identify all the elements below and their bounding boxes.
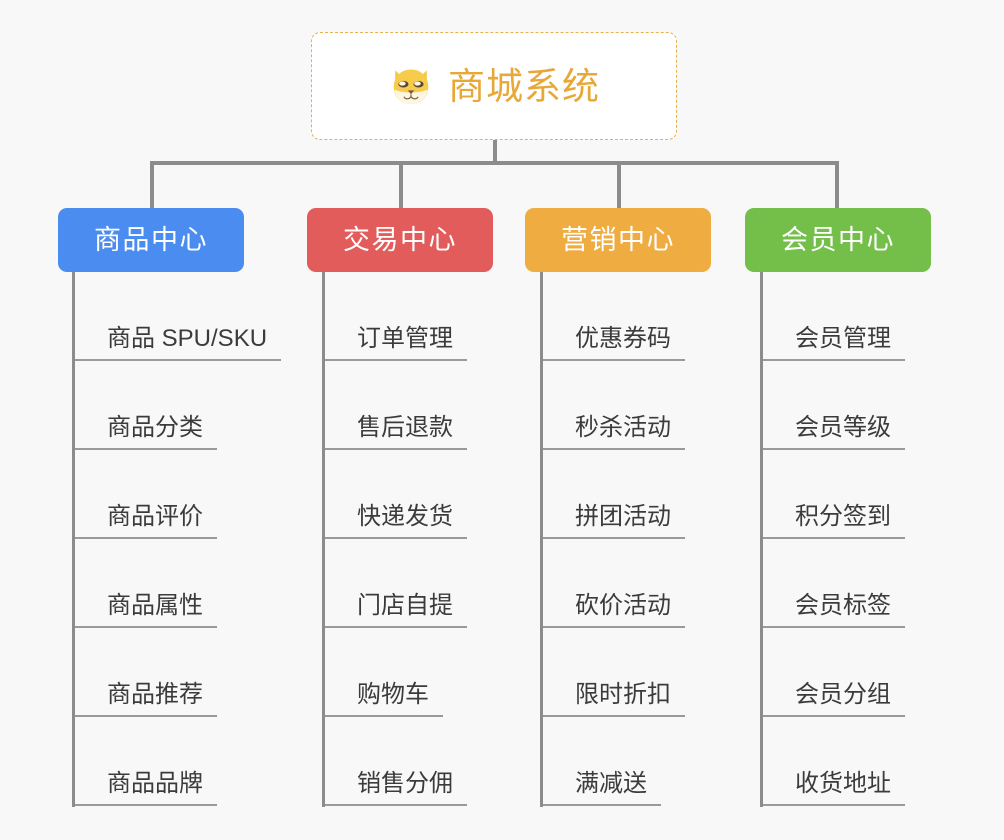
leaf-item-label: 订单管理 — [357, 325, 453, 352]
leaf-item[interactable]: 商品推荐 — [75, 628, 217, 717]
leaf-item-label: 商品评价 — [107, 503, 203, 530]
leaf-item-underline — [763, 537, 905, 539]
leaf-item-underline — [763, 448, 905, 450]
leaf-item[interactable]: 购物车 — [325, 628, 443, 717]
leaf-item-label: 秒杀活动 — [575, 414, 671, 441]
category-box-4[interactable]: 会员中心 — [745, 208, 931, 272]
leaf-item-label: 会员等级 — [795, 414, 891, 441]
leaf-item[interactable]: 秒杀活动 — [543, 361, 685, 450]
leaf-item[interactable]: 会员分组 — [763, 628, 905, 717]
leaf-item-underline — [325, 448, 467, 450]
leaf-trunk-3 — [540, 272, 543, 807]
leaf-item-underline — [543, 537, 685, 539]
leaf-item-underline — [75, 804, 217, 806]
leaf-item-underline — [325, 626, 467, 628]
category-label-3: 营销中心 — [561, 224, 675, 255]
leaf-item-underline — [763, 359, 905, 361]
leaf-item-underline — [543, 804, 661, 806]
leaf-item-label: 商品品牌 — [107, 770, 203, 797]
leaf-trunk-2 — [322, 272, 325, 807]
leaf-item-underline — [325, 804, 467, 806]
leaf-item-label: 商品属性 — [107, 592, 203, 619]
leaf-item[interactable]: 快递发货 — [325, 450, 467, 539]
leaf-item[interactable]: 优惠券码 — [543, 272, 685, 361]
leaf-item[interactable]: 订单管理 — [325, 272, 467, 361]
leaf-item[interactable]: 收货地址 — [763, 717, 905, 806]
leaf-item[interactable]: 限时折扣 — [543, 628, 685, 717]
leaf-item-label: 快递发货 — [357, 503, 453, 530]
leaf-item-underline — [325, 359, 467, 361]
leaf-item[interactable]: 满减送 — [543, 717, 661, 806]
leaf-item[interactable]: 砍价活动 — [543, 539, 685, 628]
connector-drop-2 — [399, 161, 403, 209]
leaf-item[interactable]: 会员标签 — [763, 539, 905, 628]
category-box-3[interactable]: 营销中心 — [525, 208, 711, 272]
leaf-item-label: 商品推荐 — [107, 681, 203, 708]
leaf-item-underline — [543, 715, 685, 717]
leaf-item-underline — [75, 537, 217, 539]
connector-drop-3 — [617, 161, 621, 209]
connector-drop-4 — [835, 161, 839, 209]
leaf-item-underline — [543, 448, 685, 450]
connector-drop-1 — [150, 161, 154, 209]
leaf-item-label: 购物车 — [357, 681, 429, 708]
leaf-item-underline — [763, 715, 905, 717]
leaf-item-label: 砍价活动 — [575, 592, 671, 619]
leaf-item-label: 满减送 — [575, 770, 647, 797]
leaf-item-underline — [763, 804, 905, 806]
leaf-trunk-1 — [72, 272, 75, 807]
leaf-item[interactable]: 会员等级 — [763, 361, 905, 450]
leaf-item[interactable]: 商品 SPU/SKU — [75, 272, 282, 361]
category-box-1[interactable]: 商品中心 — [58, 208, 244, 272]
leaf-item-label: 会员分组 — [795, 681, 891, 708]
leaf-item[interactable]: 积分签到 — [763, 450, 905, 539]
leaf-item-label: 门店自提 — [357, 592, 453, 619]
leaf-item-label: 商品 SPU/SKU — [107, 325, 268, 352]
category-label-4: 会员中心 — [781, 224, 895, 255]
leaf-item-underline — [543, 359, 685, 361]
leaf-item[interactable]: 门店自提 — [325, 539, 467, 628]
leaf-item[interactable]: 售后退款 — [325, 361, 467, 450]
root-node[interactable]: 商城系统 — [311, 32, 677, 140]
leaf-item-label: 收货地址 — [795, 770, 891, 797]
leaf-item-underline — [75, 715, 217, 717]
root-title: 商城系统 — [448, 65, 600, 107]
leaf-trunk-4 — [760, 272, 763, 807]
category-label-2: 交易中心 — [343, 224, 457, 255]
leaf-item-underline — [75, 448, 217, 450]
leaf-item-underline — [325, 537, 467, 539]
leaf-item-label: 优惠券码 — [575, 325, 671, 352]
leaf-item-label: 会员标签 — [795, 592, 891, 619]
leaf-item-underline — [75, 626, 217, 628]
leaf-item[interactable]: 拼团活动 — [543, 450, 685, 539]
leaf-item-label: 会员管理 — [795, 325, 891, 352]
leaf-item-label: 拼团活动 — [575, 503, 671, 530]
shiba-dog-face-icon — [393, 69, 429, 104]
leaf-item-label: 商品分类 — [107, 414, 203, 441]
leaf-item[interactable]: 商品属性 — [75, 539, 217, 628]
connector-horizontal-bus — [150, 161, 839, 165]
leaf-item-label: 销售分佣 — [357, 770, 453, 797]
leaf-item[interactable]: 销售分佣 — [325, 717, 467, 806]
leaf-item-underline — [75, 359, 282, 361]
leaf-item-label: 积分签到 — [795, 503, 891, 530]
connector-root-stem — [493, 140, 497, 164]
leaf-item-label: 限时折扣 — [575, 681, 671, 708]
leaf-item-underline — [325, 715, 443, 717]
leaf-item-label: 售后退款 — [357, 414, 453, 441]
category-box-2[interactable]: 交易中心 — [307, 208, 493, 272]
leaf-item[interactable]: 商品品牌 — [75, 717, 217, 806]
leaf-item-underline — [763, 626, 905, 628]
leaf-item-underline — [543, 626, 685, 628]
leaf-item[interactable]: 会员管理 — [763, 272, 905, 361]
category-label-1: 商品中心 — [94, 224, 208, 255]
leaf-item[interactable]: 商品评价 — [75, 450, 217, 539]
leaf-item[interactable]: 商品分类 — [75, 361, 217, 450]
